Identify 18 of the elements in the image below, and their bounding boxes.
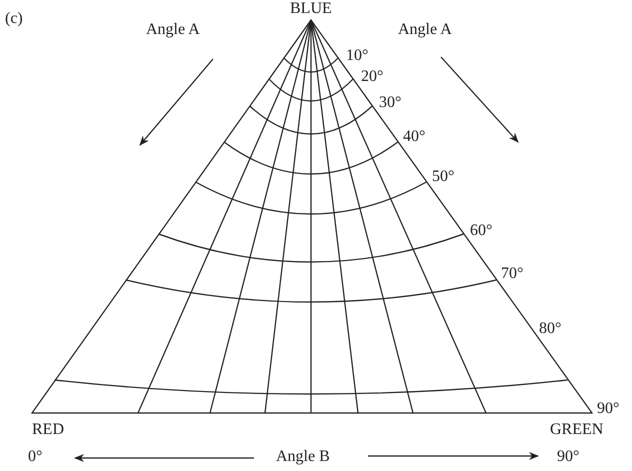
- vertex-label: BLUE: [290, 0, 332, 18]
- angle-tick-label: 30°: [379, 94, 402, 112]
- angle-tick-label: 0°: [28, 448, 42, 466]
- angle-tick-label: 20°: [361, 68, 384, 86]
- axis-label: Angle A: [398, 21, 452, 39]
- angle-tick-label: 40°: [403, 128, 426, 146]
- angle-tick-label: 60°: [470, 222, 492, 240]
- axis-label: Angle A: [146, 21, 200, 39]
- vertex-label: GREEN: [550, 421, 604, 439]
- axis-label: Angle B: [276, 448, 330, 466]
- angle-tick-label: 90°: [557, 448, 580, 466]
- angle-tick-label: 90°: [597, 400, 620, 418]
- panel-label: (c): [5, 10, 23, 28]
- vertex-label: RED: [32, 421, 64, 439]
- angle-tick-label: 80°: [539, 320, 562, 338]
- angle-tick-label: 50°: [432, 168, 454, 186]
- angle-tick-label: 10°: [346, 47, 368, 65]
- angle-tick-label: 70°: [501, 265, 524, 283]
